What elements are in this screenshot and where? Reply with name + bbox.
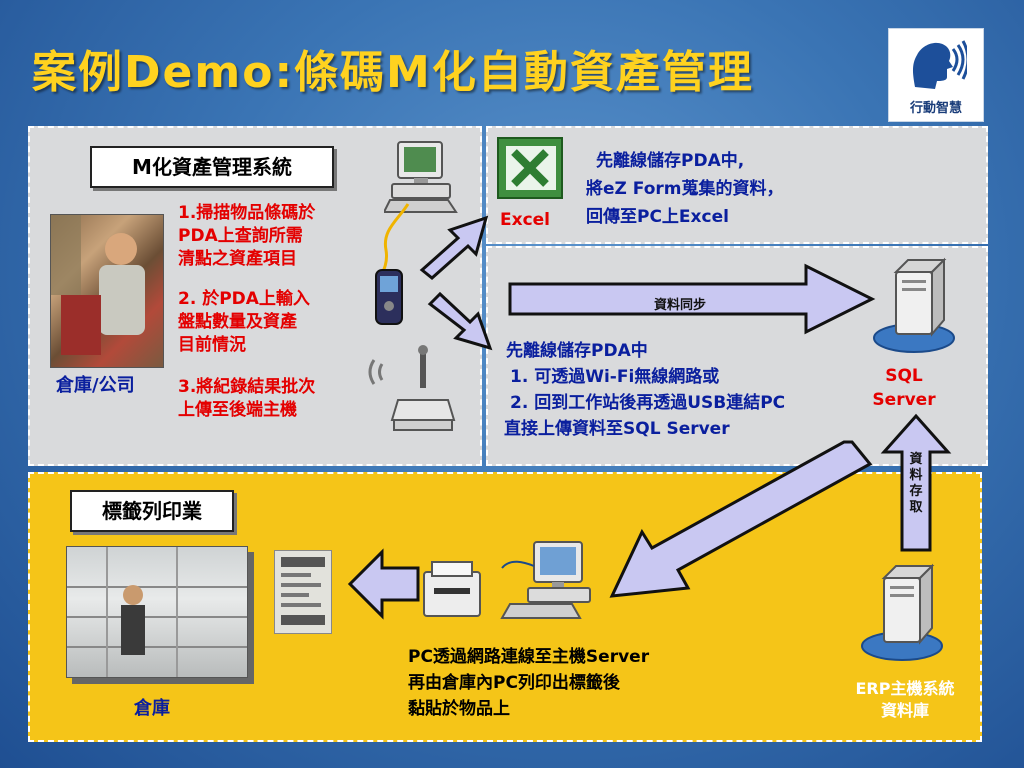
warehouse-worker-photo <box>50 214 164 368</box>
step-line-7: 3.將紀錄結果批次 <box>178 377 316 397</box>
label-panel-title: 標籤列印業 <box>70 490 234 532</box>
sql-line-4: 直接上傳資料至SQL Server <box>504 419 730 439</box>
arrow-to-excel <box>419 215 489 280</box>
label-panel-location: 倉庫 <box>134 698 170 719</box>
m-panel-location: 倉庫/公司 <box>56 375 135 396</box>
sql-server-label: SQL Server <box>862 364 946 412</box>
logo-text: 行動智慧 <box>909 101 962 116</box>
label-line-3: 黏貼於物品上 <box>408 699 510 719</box>
step-line-2: PDA上查詢所需 <box>178 226 303 246</box>
desktop-computer-icon <box>384 141 458 213</box>
data-sync-arrow <box>508 263 876 335</box>
m-panel-label: M化資產管理系統 <box>90 146 334 188</box>
excel-line-1: 先離線儲存PDA中, <box>596 151 745 171</box>
erp-label-line-1: ERP主機系統 <box>855 679 955 698</box>
erp-label-line-2: 資料庫 <box>880 701 929 720</box>
data-access-label: 資料存取 <box>909 452 923 515</box>
step-line-6: 目前情況 <box>178 335 246 355</box>
head-logo-icon <box>913 40 967 89</box>
arrow-to-label <box>347 548 420 620</box>
step-line-3: 清點之資產項目 <box>178 249 297 269</box>
wireless-access-point-icon <box>368 345 456 431</box>
erp-server-icon <box>861 563 943 661</box>
slide-title: 案例Demo:條碼M化自動資產管理 <box>32 47 754 98</box>
arrow-to-sql <box>427 291 493 351</box>
excel-panel <box>486 126 988 244</box>
excel-line-3: 回傳至PC上Excel <box>586 207 729 227</box>
company-logo: 行動智慧 <box>888 28 984 122</box>
label-line-2: 再由倉庫內PC列印出標籤後 <box>408 673 620 693</box>
erp-label: ERP主機系統 資料庫 <box>832 678 978 722</box>
step-line-4: 2. 於PDA上輸入 <box>178 289 310 309</box>
label-printer-icon <box>423 561 481 617</box>
sql-line-3: 2. 回到工作站後再透過USB連結PC <box>510 393 786 413</box>
data-sync-label: 資料同步 <box>653 298 706 313</box>
step-line-8: 上傳至後端主機 <box>178 400 297 420</box>
sql-line-2: 1. 可透過Wi-Fi無線網路或 <box>510 367 720 387</box>
label-line-1: PC透過網路連線至主機Server <box>408 647 650 667</box>
step-line-5: 盤點數量及資產 <box>178 312 297 332</box>
excel-icon <box>497 137 563 199</box>
excel-line-2: 將eZ Form蒐集的資料， <box>586 179 784 199</box>
barcode-label-image <box>274 550 332 634</box>
warehouse-shelves-photo <box>66 546 248 678</box>
step-line-1: 1.掃描物品條碼於 <box>178 203 316 223</box>
sql-server-icon <box>873 257 955 353</box>
sql-server-label-line-2: Server <box>872 390 936 410</box>
arrow-sql-to-workstation <box>609 440 873 598</box>
data-access-arrow <box>880 413 952 552</box>
sql-line-1: 先離線儲存PDA中 <box>506 341 648 361</box>
excel-icon-label: Excel <box>500 210 551 230</box>
sql-server-label-line-1: SQL <box>885 366 923 386</box>
workstation-pc-icon <box>500 541 591 619</box>
pda-device-icon <box>375 269 403 325</box>
